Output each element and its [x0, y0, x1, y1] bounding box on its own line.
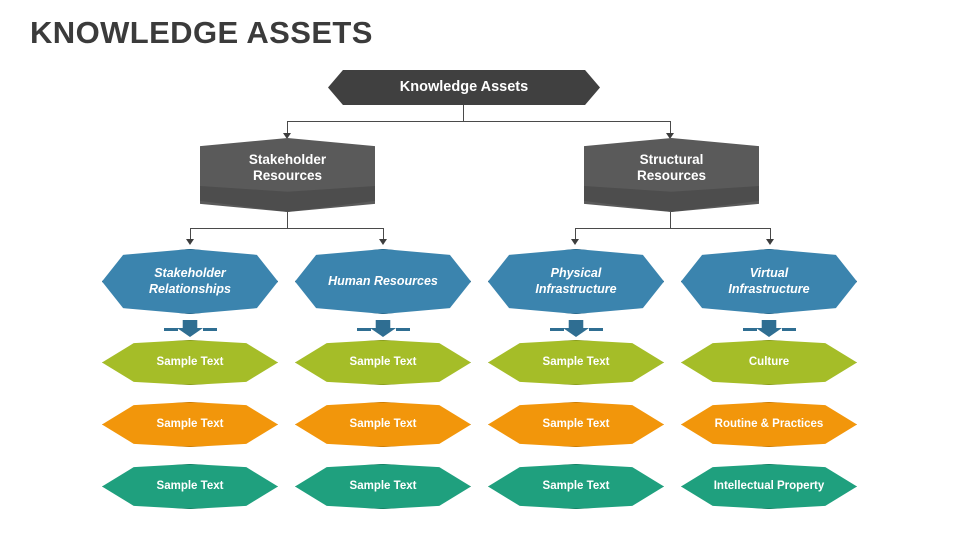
level3-node-label-line2: Infrastructure — [728, 281, 810, 296]
level2-node-label: Stakeholder Resources — [235, 152, 340, 185]
leaf-node-orange-col1[interactable]: Sample Text — [102, 402, 278, 447]
level3-node-physical-infrastructure[interactable]: Physical Infrastructure — [488, 249, 664, 314]
leaf-node-label: Sample Text — [349, 418, 417, 431]
connector-stakeholder-bus — [190, 228, 383, 229]
arrow-head-icon — [283, 133, 291, 139]
leaf-node-olive-col3[interactable]: Sample Text — [488, 340, 664, 385]
level3-node-virtual-infrastructure[interactable]: Virtual Infrastructure — [681, 249, 857, 314]
level3-node-label-line2: Relationships — [149, 281, 231, 296]
level2-node-structural-resources[interactable]: Structural Resources — [584, 138, 759, 212]
leaf-node-olive-col2[interactable]: Sample Text — [295, 340, 471, 385]
arrow-head-icon — [571, 239, 579, 245]
leaf-node-orange-col2[interactable]: Sample Text — [295, 402, 471, 447]
leaf-node-teal-col1[interactable]: Sample Text — [102, 464, 278, 509]
leaf-node-orange-col3[interactable]: Sample Text — [488, 402, 664, 447]
level3-node-label: Stakeholder Relationships — [135, 266, 245, 297]
leaf-node-label: Sample Text — [156, 480, 224, 493]
level2-node-band — [584, 186, 759, 212]
level2-node-label-line2: Resources — [636, 168, 707, 183]
connector-structural-stem — [670, 212, 671, 229]
down-arrow-icon — [177, 320, 203, 337]
down-arrow-wing-icon — [743, 328, 757, 331]
level3-node-label-line1: Virtual — [749, 266, 789, 281]
down-arrow-icon — [563, 320, 589, 337]
level2-node-band — [200, 186, 375, 212]
level2-node-label-line1: Structural — [639, 151, 704, 167]
level2-node-stakeholder-resources[interactable]: Stakeholder Resources — [200, 138, 375, 212]
connector-to-col3 — [575, 228, 576, 242]
leaf-node-teal-col2[interactable]: Sample Text — [295, 464, 471, 509]
root-node-label: Knowledge Assets — [399, 78, 529, 95]
leaf-node-label: Intellectual Property — [713, 480, 825, 493]
level3-node-label: Virtual Infrastructure — [714, 266, 823, 297]
connector-to-col4 — [770, 228, 771, 242]
down-arrow-wing-icon — [396, 328, 410, 331]
connector-to-col1 — [190, 228, 191, 242]
leaf-node-label: Sample Text — [156, 356, 224, 369]
leaf-node-olive-col4[interactable]: Culture — [681, 340, 857, 385]
connector-to-col2 — [383, 228, 384, 242]
down-arrow-wing-icon — [164, 328, 178, 331]
arrow-head-icon — [766, 239, 774, 245]
level3-node-label-line2: Infrastructure — [535, 281, 617, 296]
level3-node-label-line1: Stakeholder — [154, 266, 226, 281]
level3-node-human-resources[interactable]: Human Resources — [295, 249, 471, 314]
connector-root-to-structural — [670, 121, 671, 136]
down-arrow-wing-icon — [782, 328, 796, 331]
leaf-node-olive-col1[interactable]: Sample Text — [102, 340, 278, 385]
level3-node-stakeholder-relationships[interactable]: Stakeholder Relationships — [102, 249, 278, 314]
arrow-head-icon — [379, 239, 387, 245]
level2-node-label-line1: Stakeholder — [248, 151, 327, 167]
leaf-node-label: Sample Text — [542, 356, 610, 369]
leaf-node-orange-col4[interactable]: Routine & Practices — [681, 402, 857, 447]
connector-root-bus — [287, 121, 670, 122]
leaf-node-label: Sample Text — [349, 356, 417, 369]
connector-structural-bus — [575, 228, 770, 229]
leaf-node-label: Routine & Practices — [714, 418, 824, 431]
level2-node-label-line2: Resources — [252, 168, 323, 183]
arrow-head-icon — [666, 133, 674, 139]
leaf-node-label: Sample Text — [542, 418, 610, 431]
down-arrow-wing-icon — [589, 328, 603, 331]
leaf-node-label: Culture — [748, 356, 790, 369]
leaf-node-teal-col4[interactable]: Intellectual Property — [681, 464, 857, 509]
connector-root-stem — [463, 105, 464, 122]
level2-node-label: Structural Resources — [623, 152, 720, 185]
leaf-node-label: Sample Text — [156, 418, 224, 431]
connector-stakeholder-stem — [287, 212, 288, 229]
page-title: KNOWLEDGE ASSETS — [30, 15, 373, 50]
leaf-node-label: Sample Text — [542, 480, 610, 493]
down-arrow-icon — [370, 320, 396, 337]
level3-node-label-line1: Physical — [550, 266, 602, 281]
root-node-knowledge-assets[interactable]: Knowledge Assets — [328, 70, 600, 105]
down-arrow-wing-icon — [203, 328, 217, 331]
level3-node-label: Physical Infrastructure — [521, 266, 630, 297]
arrow-head-icon — [186, 239, 194, 245]
down-arrow-wing-icon — [357, 328, 371, 331]
leaf-node-teal-col3[interactable]: Sample Text — [488, 464, 664, 509]
down-arrow-wing-icon — [550, 328, 564, 331]
level3-node-label: Human Resources — [328, 273, 438, 288]
leaf-node-label: Sample Text — [349, 480, 417, 493]
connector-root-to-stakeholder — [287, 121, 288, 136]
down-arrow-icon — [756, 320, 782, 337]
